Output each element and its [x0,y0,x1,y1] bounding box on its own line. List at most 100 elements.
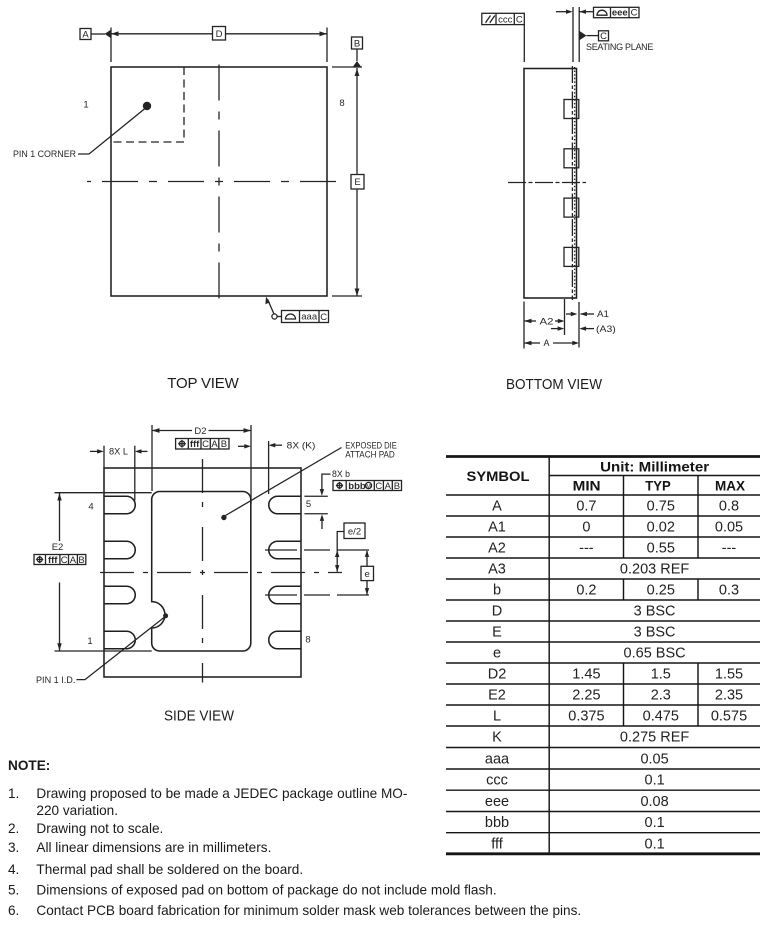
svg-text:B: B [394,481,400,492]
svg-text:Drawing proposed to be made a: Drawing proposed to be made a JEDEC pack… [36,786,407,801]
svg-text:2.25: 2.25 [572,688,600,704]
svg-text:fff: fff [491,836,504,852]
svg-text:D: D [216,29,223,40]
svg-text:1: 1 [83,100,88,111]
svg-text:fff: fff [48,555,58,566]
svg-text:B: B [221,439,227,450]
svg-text:Dimensions of exposed pad on b: Dimensions of exposed pad on bottom of p… [36,883,496,898]
svg-text:A2: A2 [488,541,506,557]
svg-text:TYP: TYP [645,477,671,493]
svg-text:PIN 1 CORNER: PIN 1 CORNER [13,149,76,159]
svg-text:PIN 1 I.D.: PIN 1 I.D. [36,675,75,685]
svg-text:0.25: 0.25 [647,583,675,599]
svg-text:6.: 6. [8,903,19,918]
svg-text:e/2: e/2 [348,527,361,538]
svg-text:0.05: 0.05 [715,520,743,536]
svg-text:4.: 4. [8,862,19,877]
svg-text:0.02: 0.02 [647,520,675,536]
svg-text:A: A [211,439,218,450]
svg-text:eee: eee [612,8,628,19]
svg-text:All linear dimensions are in m: All linear dimensions are in millimeters… [36,840,271,855]
svg-text:Unit: Millimeter: Unit: Millimeter [600,459,710,475]
svg-text:BOTTOM VIEW: BOTTOM VIEW [506,376,603,393]
svg-text:ccc: ccc [498,15,513,26]
svg-text:3 BSC: 3 BSC [634,625,676,641]
svg-text:1.: 1. [8,786,19,801]
svg-text:0: 0 [582,520,590,536]
svg-text:D2: D2 [488,667,507,683]
svg-text:bbb: bbb [485,815,509,831]
svg-text:0.375: 0.375 [568,709,604,725]
svg-text:2.: 2. [8,821,19,836]
svg-text:0.575: 0.575 [711,709,747,725]
svg-text:0.65 BSC: 0.65 BSC [624,646,686,662]
svg-text:3.: 3. [8,840,19,855]
svg-text:8: 8 [339,98,344,109]
svg-text:8X (K): 8X (K) [287,440,316,450]
svg-text:E2: E2 [488,688,506,704]
svg-text:0.475: 0.475 [643,709,679,725]
svg-text:A2: A2 [540,316,554,326]
svg-text:A: A [70,555,77,566]
svg-text:(A3): (A3) [596,324,616,334]
svg-text:---: --- [722,541,737,557]
svg-text:aaa: aaa [485,751,510,767]
svg-text:0.05: 0.05 [640,751,668,767]
svg-text:C: C [631,8,638,19]
svg-text:C: C [375,481,382,492]
svg-text:A1: A1 [488,520,506,536]
svg-text:A: A [543,338,549,348]
svg-text:b: b [493,583,501,599]
svg-text:bbb: bbb [348,481,366,492]
svg-text:K: K [492,730,502,746]
svg-text:C: C [61,555,68,566]
svg-text:NOTE:: NOTE: [8,758,50,773]
svg-text:e: e [493,646,501,662]
svg-text:C: C [202,439,209,450]
svg-text:0.203 REF: 0.203 REF [620,562,689,578]
svg-text:---: --- [579,541,594,557]
svg-text:Thermal pad shall be soldered: Thermal pad shall be soldered on the boa… [36,862,303,877]
svg-text:A: A [385,481,392,492]
svg-text:B: B [354,38,360,49]
svg-text:Contact PCB board fabrication: Contact PCB board fabrication for minimu… [36,903,581,918]
svg-text:Drawing not to scale.: Drawing not to scale. [36,821,163,836]
svg-text:1: 1 [87,636,92,647]
svg-text:EXPOSED DIE: EXPOSED DIE [345,440,397,450]
svg-text:e: e [365,569,370,580]
svg-text:0.75: 0.75 [647,499,675,515]
svg-text:A: A [82,29,89,40]
svg-text:ATTACH PAD: ATTACH PAD [345,449,395,459]
svg-text:MAX: MAX [715,477,746,493]
svg-text:4: 4 [88,502,93,513]
svg-text:1.45: 1.45 [572,667,600,683]
svg-text:L: L [493,709,501,725]
svg-text:5: 5 [306,499,311,510]
svg-text:1.5: 1.5 [651,667,671,683]
svg-text:0.1: 0.1 [645,773,665,789]
svg-text:2.3: 2.3 [651,688,671,704]
svg-text:SYMBOL: SYMBOL [467,468,530,484]
svg-text:D2: D2 [194,426,206,437]
svg-text:A: A [492,499,502,515]
svg-text:E2: E2 [52,542,64,553]
svg-text:3 BSC: 3 BSC [634,604,676,620]
svg-text:0.275 REF: 0.275 REF [620,730,689,746]
svg-text:8: 8 [305,635,310,646]
svg-text:0.3: 0.3 [719,583,739,599]
svg-text:eee: eee [485,794,509,810]
svg-text:SEATING PLANE: SEATING PLANE [586,42,653,52]
svg-text:SIDE VIEW: SIDE VIEW [164,708,235,725]
svg-text:TOP VIEW: TOP VIEW [167,375,239,392]
svg-text:8X b: 8X b [332,469,350,479]
svg-text:C: C [600,31,607,42]
svg-text:C: C [516,15,523,26]
svg-text:M: M [366,484,371,490]
svg-text:A3: A3 [488,562,506,578]
svg-text:0.7: 0.7 [576,499,596,515]
svg-text:fff: fff [190,439,200,450]
svg-text:2.35: 2.35 [715,688,743,704]
svg-text:0.55: 0.55 [647,541,675,557]
svg-text:0.1: 0.1 [645,815,665,831]
svg-text:1.55: 1.55 [715,667,743,683]
